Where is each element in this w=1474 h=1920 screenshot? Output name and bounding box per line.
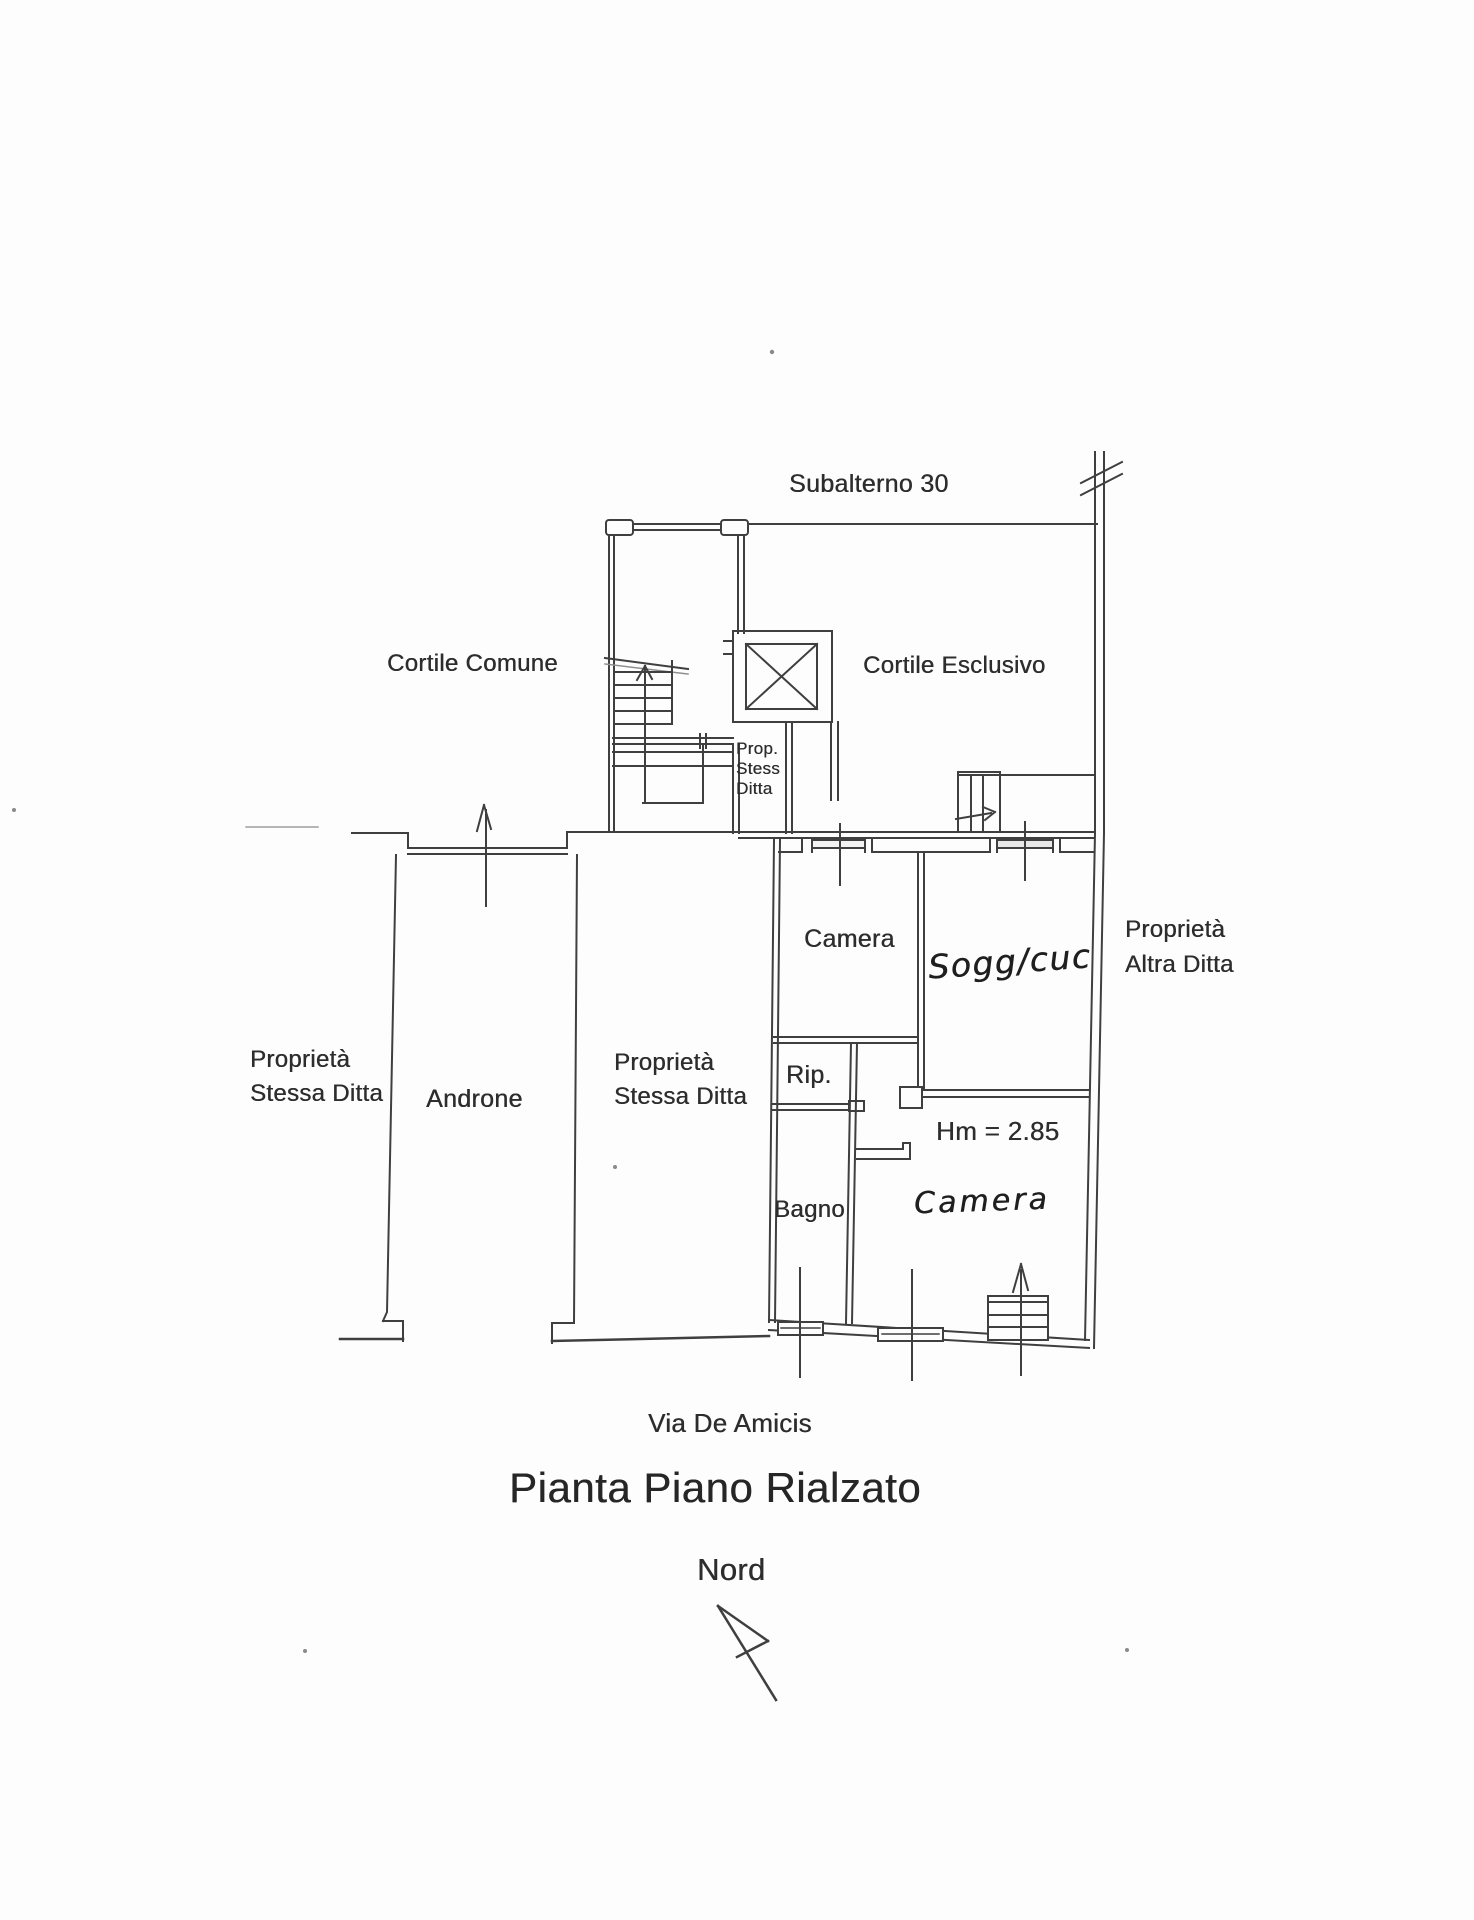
steps-dividers bbox=[957, 771, 1001, 832]
staircase bbox=[603, 656, 839, 834]
wall-pillar bbox=[605, 519, 634, 536]
wall-line bbox=[1092, 451, 1105, 1350]
camera-sogg-wall bbox=[917, 852, 925, 1091]
elevator-connector-wall bbox=[737, 534, 745, 634]
facade-wall bbox=[245, 821, 1096, 886]
elevator bbox=[723, 630, 833, 723]
entry-steps bbox=[987, 1295, 1049, 1341]
right-boundary-wall bbox=[1079, 451, 1124, 1350]
elevator-cross bbox=[744, 642, 819, 711]
stair-lower-box bbox=[642, 743, 704, 804]
label-cortile-comune: Cortile Comune bbox=[387, 650, 558, 677]
androne-right-wall bbox=[551, 853, 579, 1344]
street-wall-mid bbox=[550, 1334, 771, 1343]
label-cortile-esclusivo: Cortile Esclusivo bbox=[863, 652, 1046, 679]
apartment-walls bbox=[767, 838, 1091, 1350]
west-wall bbox=[767, 838, 782, 1324]
bagno-east-wall bbox=[844, 1041, 859, 1325]
androne-left-wall bbox=[381, 853, 404, 1342]
wall-pillar bbox=[720, 519, 749, 536]
label-androne: Androne bbox=[426, 1085, 523, 1113]
label-prop-altra-line2: Altra Ditta bbox=[1125, 951, 1234, 978]
steps-arrow-head bbox=[981, 805, 997, 822]
label-prop-left-line1: Proprietà bbox=[250, 1046, 351, 1073]
corridor-right-wall bbox=[785, 721, 793, 834]
sogg-wall-pillar bbox=[899, 1086, 923, 1109]
courtyard-top-wall bbox=[605, 519, 1098, 833]
androne-entry-arrow-head bbox=[475, 803, 493, 833]
androne-top-wall bbox=[407, 847, 568, 855]
stair-lower-steps bbox=[612, 751, 734, 767]
label-height: Hm = 2.85 bbox=[936, 1116, 1060, 1146]
wall-line bbox=[1083, 451, 1096, 1342]
label-bagno: Bagno bbox=[774, 1196, 845, 1223]
stairwell-left-wall bbox=[608, 534, 615, 833]
label-prop-mid-line2: Stessa Ditta bbox=[614, 1083, 747, 1110]
corridor-left-wall bbox=[732, 743, 740, 834]
stair-hinge-ticks bbox=[699, 733, 707, 749]
label-line: Stess bbox=[736, 759, 781, 778]
terrace-steps bbox=[954, 771, 1096, 832]
stair-steps bbox=[613, 671, 673, 725]
north-arrow-side bbox=[716, 1604, 770, 1643]
stair-landing bbox=[612, 737, 734, 745]
page-title: Pianta Piano Rialzato bbox=[509, 1464, 922, 1511]
north-arrow bbox=[716, 1604, 778, 1702]
south-windows bbox=[777, 1262, 1049, 1381]
label-prop-mid-line1: Proprietà bbox=[614, 1049, 715, 1076]
sogg-bottom-wall bbox=[899, 1089, 1090, 1098]
elevator-cab bbox=[745, 643, 818, 710]
steps-arrow bbox=[954, 811, 993, 821]
stair-arrow-head bbox=[635, 664, 654, 682]
label-subalterno: Subalterno 30 bbox=[789, 470, 949, 498]
label-camera-bottom-handwritten: Camera bbox=[913, 1181, 1051, 1222]
north-arrow-base bbox=[735, 1639, 770, 1659]
label-prop-altra-line1: Proprietà bbox=[1125, 916, 1226, 943]
camera-bottom-wall bbox=[773, 1036, 919, 1044]
elevator-ticks bbox=[723, 640, 734, 655]
label-via-de-amicis: Via De Amicis bbox=[648, 1408, 812, 1438]
wall-break-mark bbox=[1079, 460, 1124, 497]
label-nord: Nord bbox=[697, 1552, 766, 1587]
label-rip: Rip. bbox=[786, 1061, 832, 1089]
elevator-shaft bbox=[732, 630, 833, 723]
scan-specks bbox=[12, 349, 1129, 1653]
label-camera-top: Camera bbox=[804, 925, 895, 953]
elevator-side-wall bbox=[830, 721, 839, 801]
label-line: Prop. bbox=[736, 739, 779, 758]
stair-top-slant bbox=[603, 656, 690, 671]
entry-steps-lines bbox=[987, 1301, 1049, 1328]
camera-window-sill bbox=[811, 839, 866, 849]
androne-walls bbox=[338, 803, 771, 1344]
hall-partition bbox=[856, 1142, 911, 1160]
label-prop-left-line2: Stessa Ditta bbox=[250, 1080, 383, 1107]
label-line: Ditta bbox=[736, 779, 773, 798]
entry-arrow-head bbox=[1011, 1262, 1030, 1294]
